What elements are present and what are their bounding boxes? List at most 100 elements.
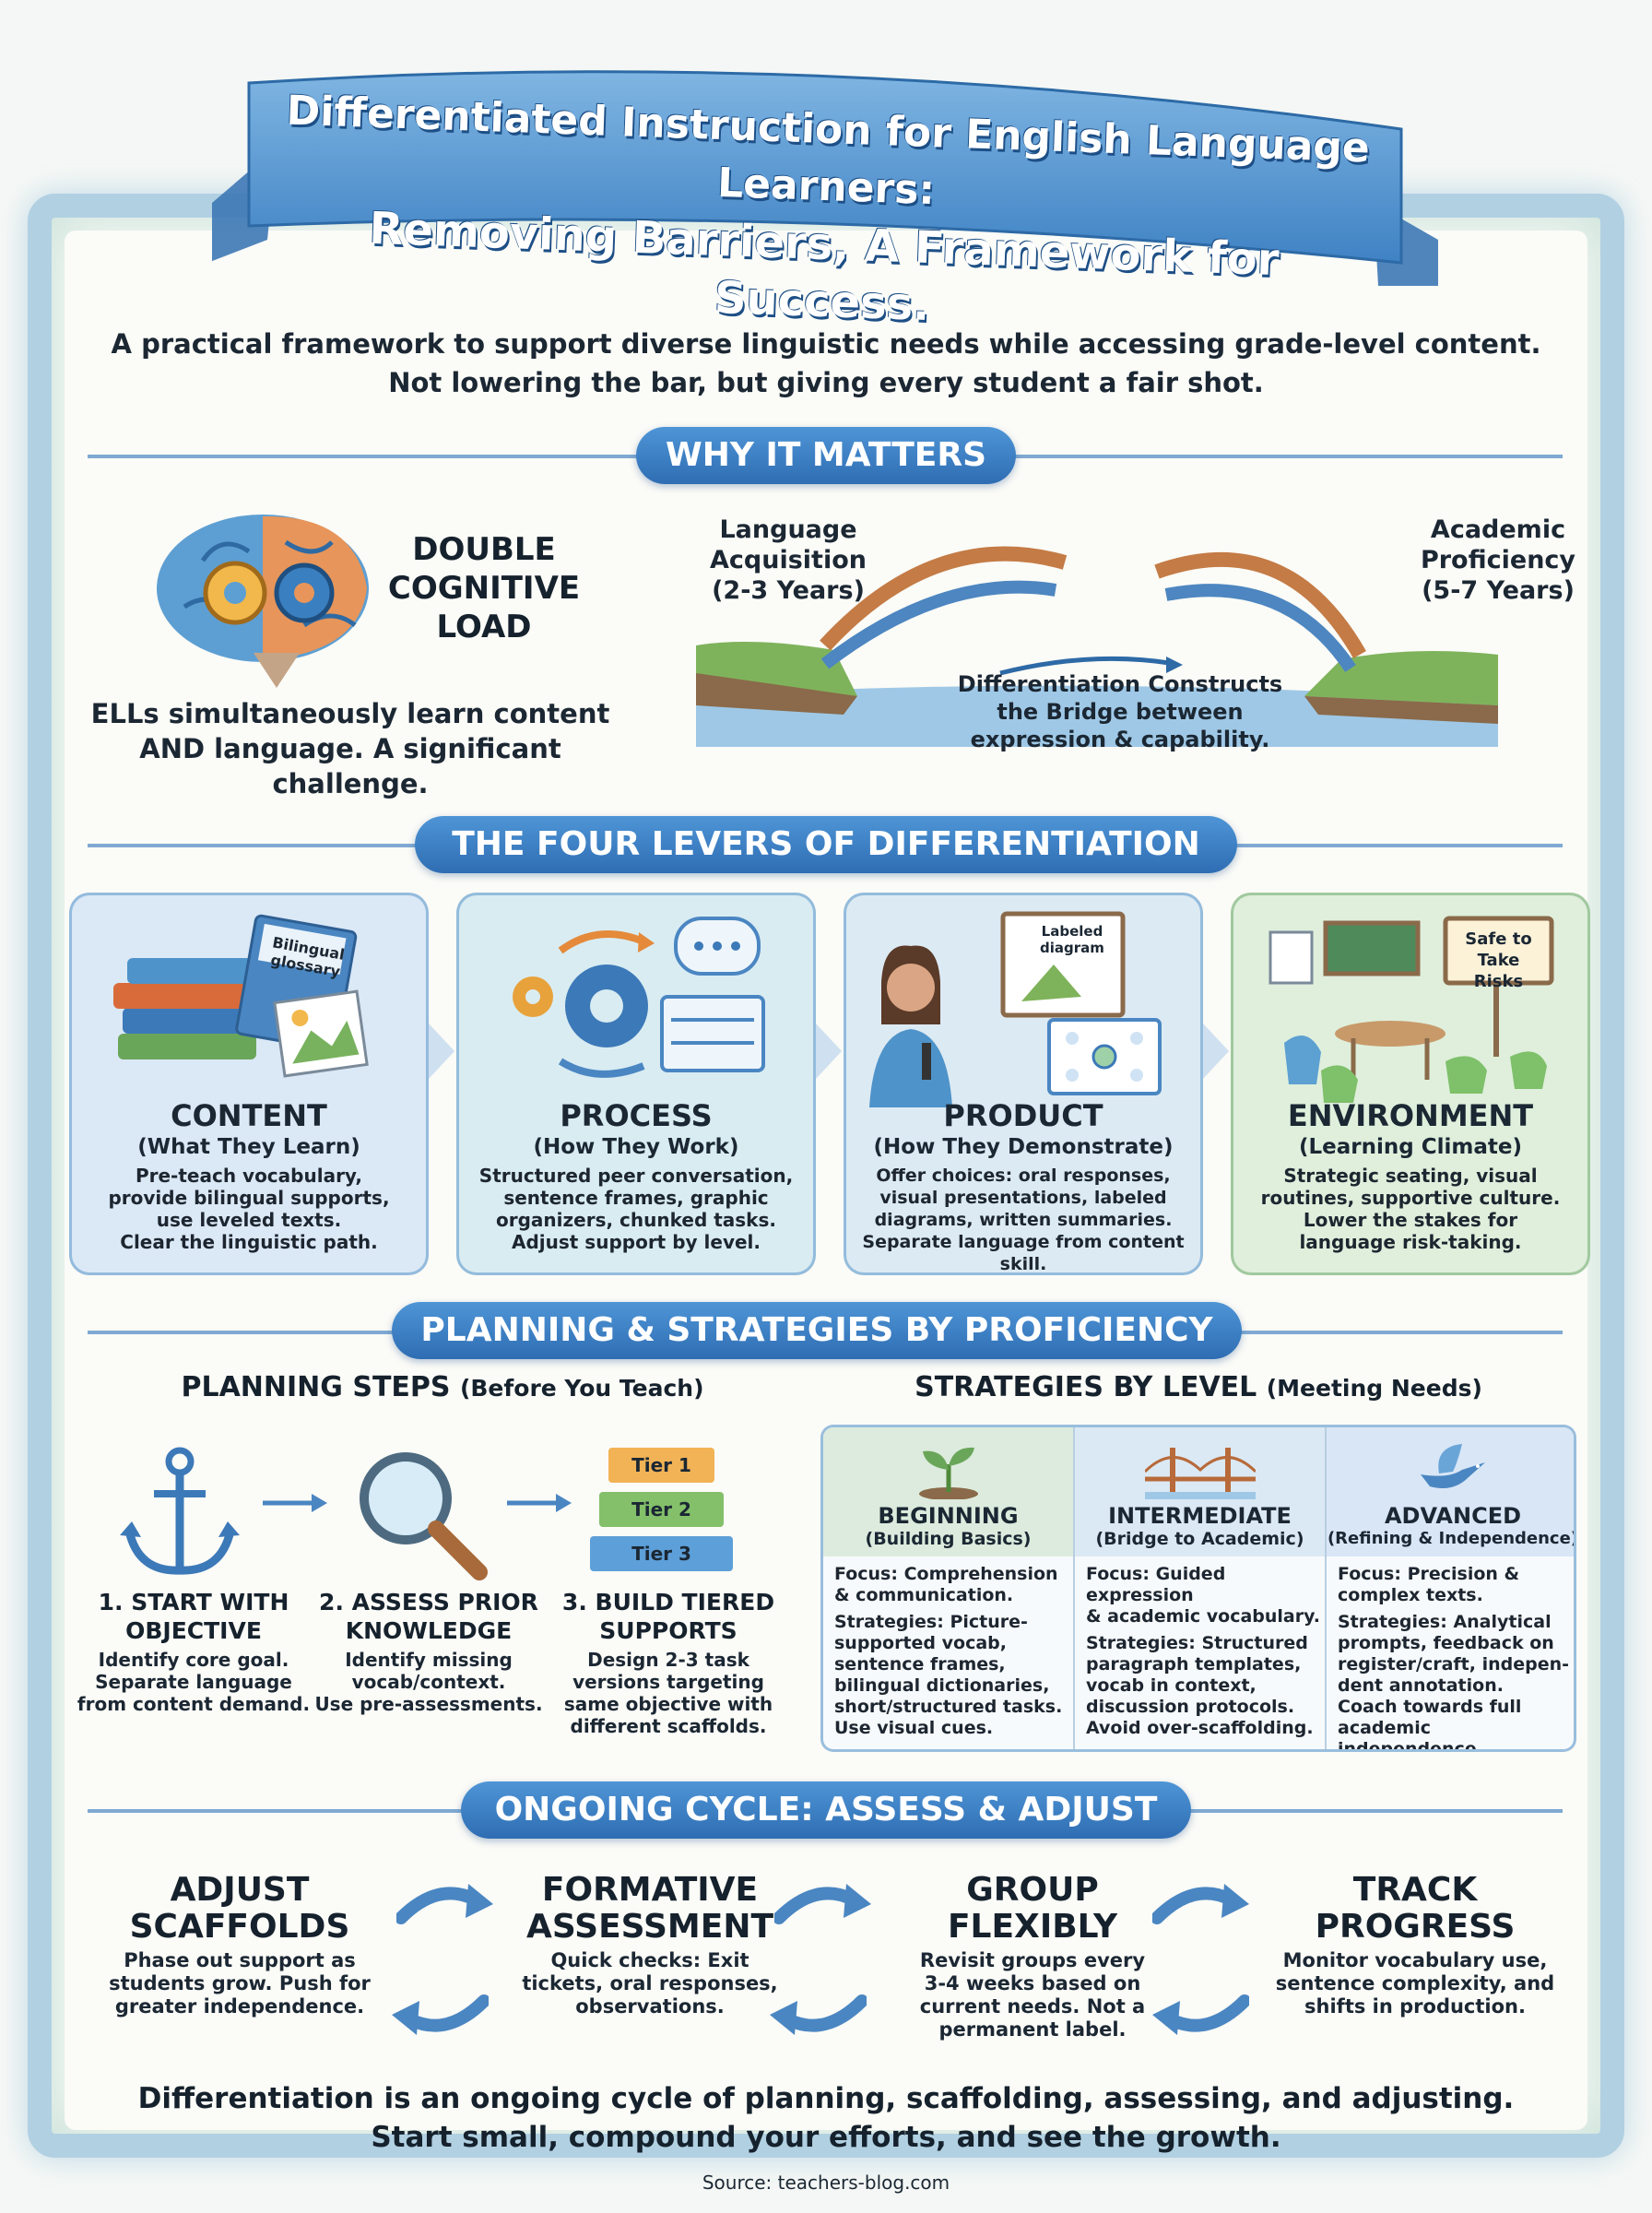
step-body-line: Use pre-assessments.	[314, 1693, 543, 1715]
level-body-line: paragraph templates,	[1086, 1654, 1302, 1675]
levers-heading: THE FOUR LEVERS OF DIFFERENTIATION	[415, 816, 1237, 873]
lever-sub: (Learning Climate)	[1299, 1135, 1522, 1159]
load-text-line1: ELLs simultaneously learn content	[90, 698, 610, 729]
lever-card-product: Labeled diagram PRODUCT (How They Demons…	[844, 893, 1203, 1275]
level-body-line: Strategies: Picture-	[834, 1612, 1028, 1632]
level-body-line: academic independence.	[1338, 1718, 1483, 1752]
level-body-line: bilingual dictionaries,	[834, 1675, 1050, 1696]
lever-body: Strategic seating, visual routines, supp…	[1233, 1165, 1587, 1253]
load-text-line2: AND language. A significant challenge.	[139, 733, 561, 799]
stage-body-line: permanent label.	[938, 2018, 1127, 2041]
level-body-line: & communication.	[834, 1585, 1014, 1605]
arrow-right-icon	[263, 1494, 327, 1512]
stage-body-line: shifts in production.	[1304, 1995, 1526, 2018]
step-body-line: vocab/context.	[351, 1671, 506, 1693]
lever-body-line: Strategic seating, visual	[1283, 1165, 1538, 1187]
step-body-line: versions targeting	[572, 1671, 764, 1693]
step-title: 2. ASSESS PRIOR KNOWLEDGE	[304, 1588, 553, 1645]
stage-body: Monitor vocabulary use, sentence complex…	[1254, 1949, 1576, 2018]
step-title-line: KNOWLEDGE	[345, 1617, 513, 1644]
level-body-line: Focus: Guided expression	[1086, 1564, 1226, 1605]
level-body-line: complex texts.	[1338, 1585, 1483, 1605]
brain-icon	[148, 505, 387, 690]
stage-body-line: greater independence.	[114, 1995, 365, 2018]
lever-card-content: Bilingual glossary CONTENT (What They Le…	[69, 893, 429, 1275]
step-body-line: Identify core goal.	[98, 1649, 289, 1671]
double-load-title: DOUBLE COGNITIVE LOAD	[387, 530, 581, 646]
chevron-right-icon	[816, 1024, 842, 1079]
bridge-caption: Differentiation Constructs the Bridge be…	[950, 670, 1291, 753]
stage-body-line: current needs. Not a	[919, 1995, 1146, 2018]
level-body-line: dent annotation.	[1338, 1675, 1504, 1696]
stage-body-line: observations.	[575, 1995, 725, 2018]
closing-line1: Differentiation is an ongoing cycle of p…	[137, 2082, 1515, 2115]
lever-card-process: PROCESS (How They Work) Structured peer …	[456, 893, 816, 1275]
level-body-line: Avoid over-scaffolding.	[1086, 1718, 1314, 1738]
cycle-arrow-right-icon	[774, 1884, 871, 1924]
tier-2-block: Tier 2	[599, 1492, 724, 1527]
level-body-line: Focus: Comprehension	[834, 1564, 1058, 1584]
why-heading: WHY IT MATTERS	[636, 427, 1016, 484]
lever-body-line: organizers, chunked tasks.	[496, 1209, 776, 1231]
strat-title-sub: (Meeting Needs)	[1266, 1375, 1482, 1402]
anchor-icon	[120, 1447, 240, 1575]
level-header: INTERMEDIATE (Bridge to Academic)	[1075, 1427, 1325, 1556]
level-body: Focus: Comprehension & communication. St…	[834, 1564, 1069, 1739]
level-column-intermediate: INTERMEDIATE (Bridge to Academic) Focus:…	[1075, 1427, 1327, 1749]
stage-title-line: ASSESSMENT	[525, 1908, 774, 1946]
stage-title-line: SCAFFOLDS	[129, 1908, 350, 1946]
level-body: Focus: Precision & complex texts. Strate…	[1338, 1564, 1573, 1752]
lever-body-line: Structured peer conversation,	[478, 1165, 794, 1187]
right-label-line3: (5-7 Years)	[1422, 576, 1575, 605]
level-header: BEGINNING (Building Basics)	[823, 1427, 1073, 1556]
left-label-line1: Language	[719, 515, 857, 544]
tier-1-block: Tier 1	[608, 1448, 714, 1483]
stage-body: Revisit groups every 3-4 weeks based on …	[885, 1949, 1180, 2041]
lever-body: Pre-teach vocabulary, provide bilingual …	[72, 1165, 426, 1253]
steps-title-text: PLANNING STEPS	[181, 1371, 451, 1403]
bird-icon	[1421, 1444, 1485, 1489]
subtitle: A practical framework to support diverse…	[111, 325, 1541, 402]
stage-body-line: sentence complexity, and	[1275, 1972, 1555, 1994]
closing-statement: Differentiation is an ongoing cycle of p…	[83, 2079, 1569, 2157]
planning-steps-title: PLANNING STEPS (Before You Teach)	[111, 1369, 774, 1407]
stage-title-line: FLEXIBLY	[947, 1908, 1118, 1946]
lever-body-line: sentence frames, graphic	[503, 1187, 769, 1209]
level-body-line: Strategies: Structured	[1086, 1633, 1308, 1653]
bridge-caption-line3: expression & capability.	[970, 727, 1270, 752]
left-label-line3: (2-3 Years)	[712, 576, 865, 605]
stage-body: Phase out support as students grow. Push…	[74, 1949, 406, 2018]
step-title-line: OBJECTIVE	[125, 1617, 262, 1644]
level-title: INTERMEDIATE	[1108, 1503, 1292, 1529]
planning-step: 2. ASSESS PRIOR KNOWLEDGE Identify missi…	[304, 1588, 553, 1715]
level-sub: (Bridge to Academic)	[1095, 1529, 1304, 1549]
step-body: Design 2-3 task versions targeting same …	[544, 1649, 793, 1737]
level-column-advanced: ADVANCED (Refining & Independence) Focus…	[1327, 1427, 1574, 1752]
stage-title-line: PROGRESS	[1315, 1908, 1516, 1946]
lever-card-environment: Safe to Take Risks ENVIRONMENT (Learning…	[1231, 893, 1590, 1275]
stage-body-line: Revisit groups every	[919, 1949, 1146, 1971]
stage-title-line: ADJUST	[170, 1871, 310, 1909]
lever-body: Structured peer conversation, sentence f…	[459, 1165, 813, 1253]
step-title-line: SUPPORTS	[599, 1617, 738, 1644]
cycle-stage: ADJUST SCAFFOLDS Phase out support as st…	[74, 1872, 406, 2018]
lever-body-line: use leveled texts.	[156, 1209, 342, 1231]
step-body-line: different scaffolds.	[570, 1715, 767, 1737]
level-header: ADVANCED (Refining & Independence)	[1327, 1427, 1574, 1556]
stage-title: TRACK PROGRESS	[1254, 1872, 1576, 1946]
lever-title: ENVIRONMENT	[1287, 1098, 1534, 1133]
load-title-line2: COGNITIVE	[387, 570, 581, 607]
stage-title: ADJUST SCAFFOLDS	[74, 1872, 406, 1946]
level-body: Focus: Guided expression & academic voca…	[1086, 1564, 1321, 1739]
tiers-icon: Tier 1 Tier 2 Tier 3	[585, 1448, 742, 1586]
lever-body-line: Offer choices: oral responses,	[876, 1166, 1171, 1186]
chevron-right-icon	[1203, 1024, 1229, 1079]
step-title-line: 2. ASSESS PRIOR	[319, 1589, 538, 1615]
tier-3-block: Tier 3	[590, 1536, 733, 1571]
step-body-line: Identify missing	[345, 1649, 513, 1671]
lever-title: PRODUCT	[943, 1098, 1103, 1133]
lever-body-line: Pre-teach vocabulary,	[135, 1165, 363, 1187]
lever-body-line: provide bilingual supports,	[108, 1187, 390, 1209]
level-body-line: Coach towards full	[1338, 1697, 1522, 1717]
stage-body: Quick checks: Exit tickets, oral respons…	[489, 1949, 811, 2018]
